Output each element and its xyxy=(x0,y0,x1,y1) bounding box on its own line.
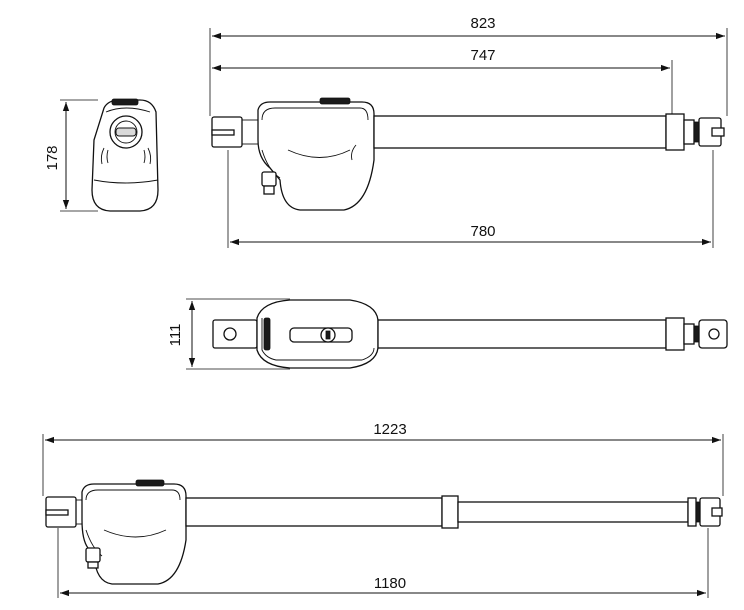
end-view xyxy=(91,98,159,212)
dimension-747: 747 xyxy=(212,47,673,114)
dimension-label-823: 823 xyxy=(470,15,495,32)
dimension-label-747: 747 xyxy=(470,47,495,64)
dimension-label-1180: 1180 xyxy=(374,575,406,592)
dimension-label-1223: 1223 xyxy=(373,421,406,438)
dimension-1223: 1223 xyxy=(42,421,724,496)
dimension-178: 178 xyxy=(44,99,98,212)
top-view xyxy=(212,299,728,369)
dimension-780: 780 xyxy=(227,150,714,248)
dimension-label-178: 178 xyxy=(44,145,61,170)
dimension-label-111: 111 xyxy=(167,324,184,347)
dimension-823: 823 xyxy=(209,15,728,116)
side-view-extended xyxy=(45,479,723,585)
dimension-1180: 1180 xyxy=(57,528,709,598)
side-view-retracted xyxy=(211,97,725,211)
dimension-111: 111 xyxy=(167,298,290,370)
dimension-label-780: 780 xyxy=(470,223,495,240)
